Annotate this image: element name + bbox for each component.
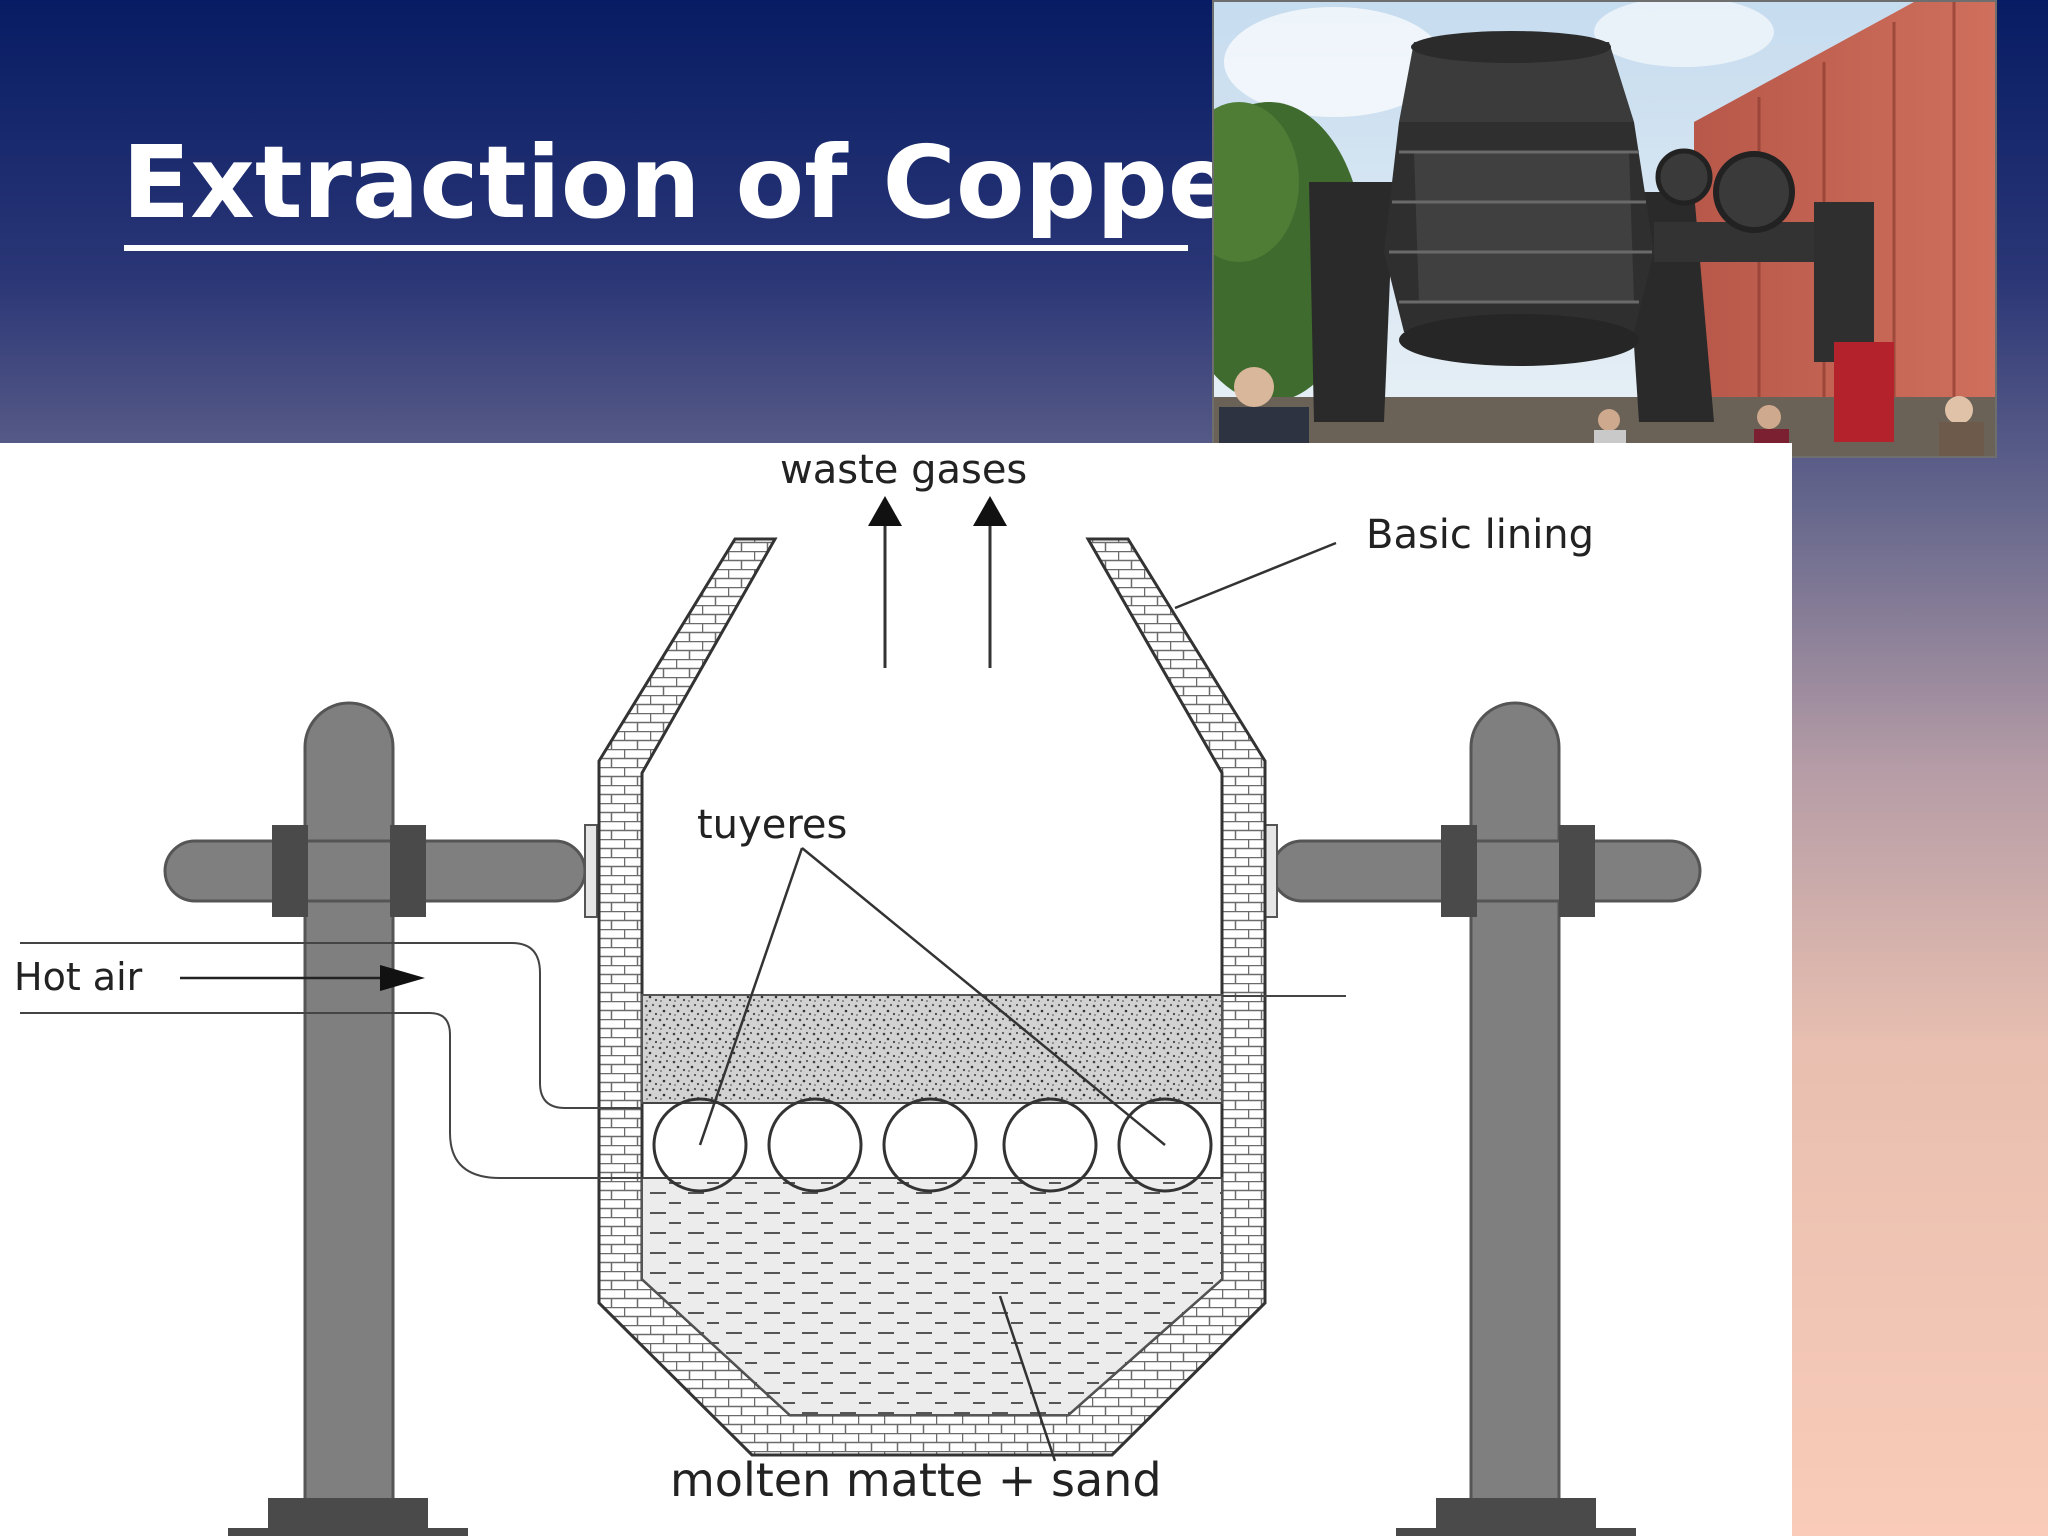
- hot-air-arrow: [380, 965, 425, 991]
- molten-leader: [998, 1295, 1057, 1462]
- molten-matte-label: molten matte + sand: [670, 1453, 1162, 1507]
- bessemer-converter-diagram: waste gases Basic lining tuyeres Hot air…: [0, 443, 1792, 1536]
- slide-title: Extraction of Copper: [122, 124, 1285, 241]
- waste-gases-label: waste gases: [780, 447, 1028, 493]
- title-underline: [124, 245, 1188, 251]
- waste-gases-arrows: [883, 518, 992, 668]
- left-support-stand: [163, 701, 598, 1536]
- hot-air-label: Hot air: [14, 955, 143, 999]
- basic-lining-leader: [1174, 541, 1337, 610]
- tuyeres: [652, 1097, 1213, 1193]
- slag-layer: [641, 994, 1223, 1104]
- tuyeres-leader-left: [698, 847, 804, 1146]
- bessemer-converter-photo: [1212, 0, 1997, 458]
- right-support-stand: [1264, 701, 1702, 1536]
- hot-air-pipe: [20, 942, 642, 1109]
- tuyeres-label: tuyeres: [697, 802, 848, 848]
- basic-lining-label: Basic lining: [1366, 512, 1595, 558]
- tuyeres-leader-right: [801, 847, 1166, 1146]
